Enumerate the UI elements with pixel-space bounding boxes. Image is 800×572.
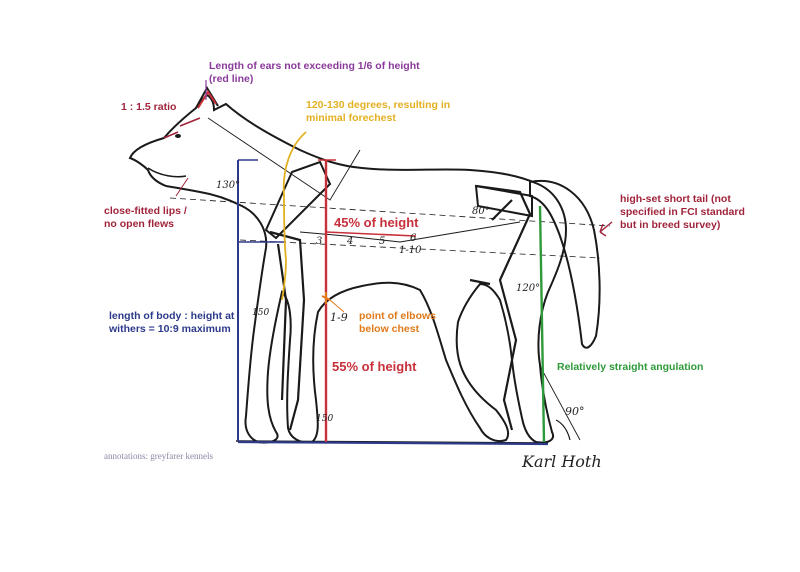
handwritten-ratio: 1-10: [399, 245, 422, 256]
foot-right-angle: [555, 419, 571, 441]
foot-angle-line: [539, 365, 581, 441]
ratio-annotation: 1 : 1.5 ratio: [121, 101, 177, 113]
lips-annotation: close-fitted lips / no open flews: [104, 205, 187, 230]
spine-line: [299, 221, 521, 243]
head-angle-line: [207, 117, 361, 201]
hind-angulation-line: [538, 205, 546, 443]
handwritten-pastern-angle: 150: [316, 414, 334, 424]
handwritten-hip-angle: 80°: [472, 206, 490, 217]
tail-annotation: high-set short tail (not specified in FC…: [620, 193, 745, 231]
handwritten-head-angle: 130°: [216, 180, 241, 191]
wolf-outline: [128, 93, 568, 444]
wolf-tail: [529, 179, 601, 349]
handwritten-spine-4: 4: [347, 236, 354, 247]
pelvis: [474, 184, 533, 218]
body-length-bottom-line: [237, 440, 549, 446]
height-45-divider: [325, 231, 417, 237]
lips-pointer: [175, 177, 189, 197]
dashed-topline: [169, 197, 611, 227]
handwritten-elbow-ratio: 1-9: [330, 311, 348, 324]
elbow-marker: [321, 292, 331, 304]
tail-arrow: [599, 221, 613, 237]
handwritten-front-angle: 150: [252, 308, 270, 318]
lower-height-annotation: 55% of height: [332, 359, 417, 374]
ear-red-line: [197, 90, 217, 109]
signature: Karl Hoth: [522, 452, 602, 471]
handwritten-spine-3: 3: [316, 236, 323, 247]
shoulder-angle-arc: [281, 131, 307, 301]
handwritten-spine-6: 6: [410, 233, 417, 244]
handwritten-spine-5: 5: [379, 236, 386, 247]
body-length-annotation: length of body : height at withers = 10:…: [109, 310, 235, 335]
handwritten-knee-angle: 120°: [516, 283, 541, 294]
ears-annotation: Length of ears not exceeding 1/6 of heig…: [209, 60, 420, 85]
shoulder-angle-annotation: 120-130 degrees, resulting in minimal fo…: [306, 99, 451, 124]
orange-pointer: [329, 299, 345, 313]
handwritten-foot-angle: 90°: [565, 405, 585, 418]
scapula: [264, 160, 332, 240]
upper-height-annotation: 45% of height: [334, 215, 419, 230]
angulation-annotation: Relatively straight angulation: [557, 361, 704, 373]
wolf-mouth: [147, 167, 187, 178]
wolf-eye: [175, 134, 181, 138]
elbows-annotation: point of elbows below chest: [359, 310, 436, 335]
credit-text: annotations: greyfarer kennels: [104, 451, 213, 461]
foreleg-skeleton: [269, 230, 306, 431]
skull-ratio-line: [163, 117, 201, 139]
